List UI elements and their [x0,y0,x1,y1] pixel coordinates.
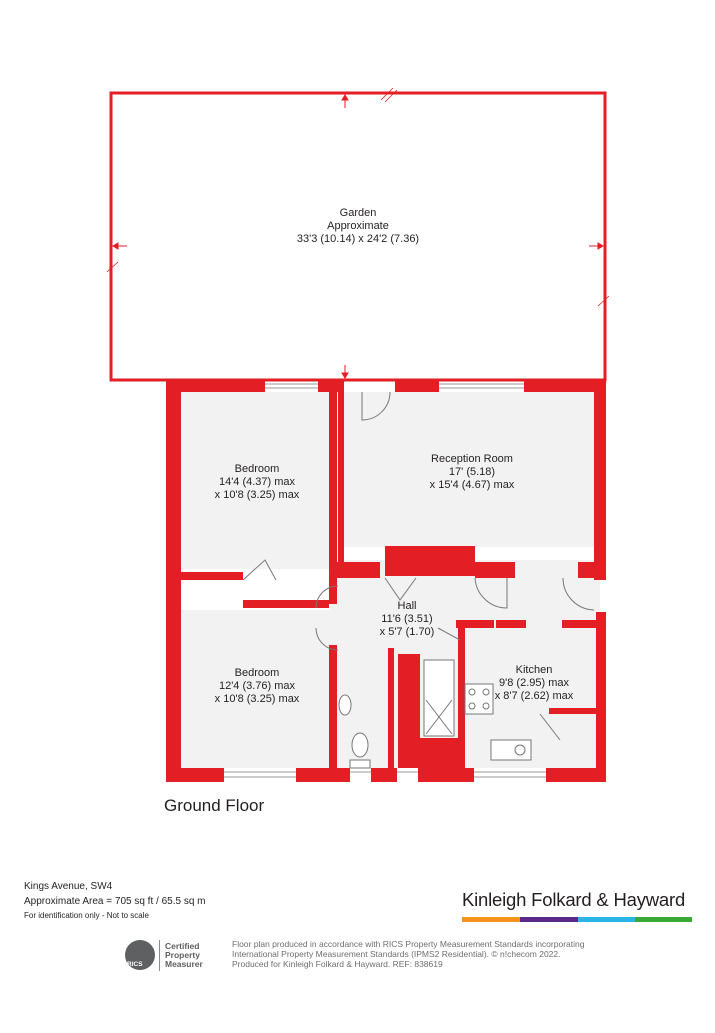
svg-text:9'8 (2.95) max: 9'8 (2.95) max [499,677,569,689]
kitchen-fixtures [464,683,532,761]
door-swings [242,391,595,741]
svg-text:x 10'8 (3.25) max: x 10'8 (3.25) max [215,489,300,501]
svg-text:Garden: Garden [340,207,377,219]
address-note: For identification only - Not to scale [24,911,149,920]
rics-divider [159,940,160,971]
brand-stripe-blue [578,917,635,922]
garden-dimension-arrows [106,87,610,379]
svg-text:x 8'7 (2.62) max: x 8'7 (2.62) max [495,690,574,702]
brand-stripe-orange [462,917,520,922]
rics-cert-line-1: Certified [165,941,200,951]
bathroom-fixtures [338,659,455,769]
brand-name: Kinleigh Folkard & Hayward [462,889,686,910]
walls [166,380,606,782]
svg-text:Kitchen: Kitchen [516,664,553,676]
svg-text:Reception Room: Reception Room [431,453,513,465]
rics-logo-text: RICS [127,961,143,968]
windows [224,383,546,778]
brand-stripe-purple [520,917,578,922]
room-label-reception: Reception Room 17' (5.18) x 15'4 (4.67) … [430,453,515,491]
disclaimer-line-1: Floor plan produced in accordance with R… [232,939,585,949]
room-label-bedroom-2: Bedroom 12'4 (3.76) max x 10'8 (3.25) ma… [215,667,300,705]
disclaimer: Floor plan produced in accordance with R… [232,939,584,969]
room-label-garden: Garden Approximate 33'3 (10.14) x 24'2 (… [297,207,419,245]
svg-text:Bedroom: Bedroom [235,667,280,679]
address-street: Kings Avenue, SW4 [24,881,113,892]
svg-text:12'4 (3.76) max: 12'4 (3.76) max [219,680,296,692]
garden-outline [109,91,607,382]
svg-text:x 5'7 (1.70): x 5'7 (1.70) [380,626,435,638]
rics-badge: RICS Certified Property Measurer [125,940,223,972]
room-label-kitchen: Kitchen 9'8 (2.95) max x 8'7 (2.62) max [495,664,574,702]
room-label-bedroom-1: Bedroom 14'4 (4.37) max x 10'8 (3.25) ma… [215,463,300,501]
address-area: Approximate Area = 705 sq ft / 65.5 sq m [24,896,206,907]
disclaimer-line-2: International Property Measurement Stand… [232,949,561,959]
floor-label: Ground Floor [164,796,265,815]
room-label-hall: Hall 11'6 (3.51) x 5'7 (1.70) [380,600,435,638]
rics-logo-icon [125,940,155,970]
brand-stripe-green [635,917,692,922]
svg-text:Approximate: Approximate [327,220,389,232]
svg-text:Hall: Hall [398,600,417,612]
rics-cert-line-2: Property [165,950,200,960]
disclaimer-line-3: Produced for Kinleigh Folkard & Hayward.… [232,959,443,969]
svg-text:x 15'4 (4.67) max: x 15'4 (4.67) max [430,479,515,491]
floor-fill [180,392,600,768]
svg-text:x 10'8 (3.25) max: x 10'8 (3.25) max [215,693,300,705]
svg-text:Bedroom: Bedroom [235,463,280,475]
rics-cert-line-3: Measurer [165,959,203,969]
svg-text:11'6 (3.51): 11'6 (3.51) [381,613,432,625]
svg-text:17' (5.18): 17' (5.18) [449,466,495,478]
svg-text:33'3 (10.14) x 24'2 (7.36): 33'3 (10.14) x 24'2 (7.36) [297,233,419,245]
svg-text:14'4 (4.37) max: 14'4 (4.37) max [219,476,296,488]
